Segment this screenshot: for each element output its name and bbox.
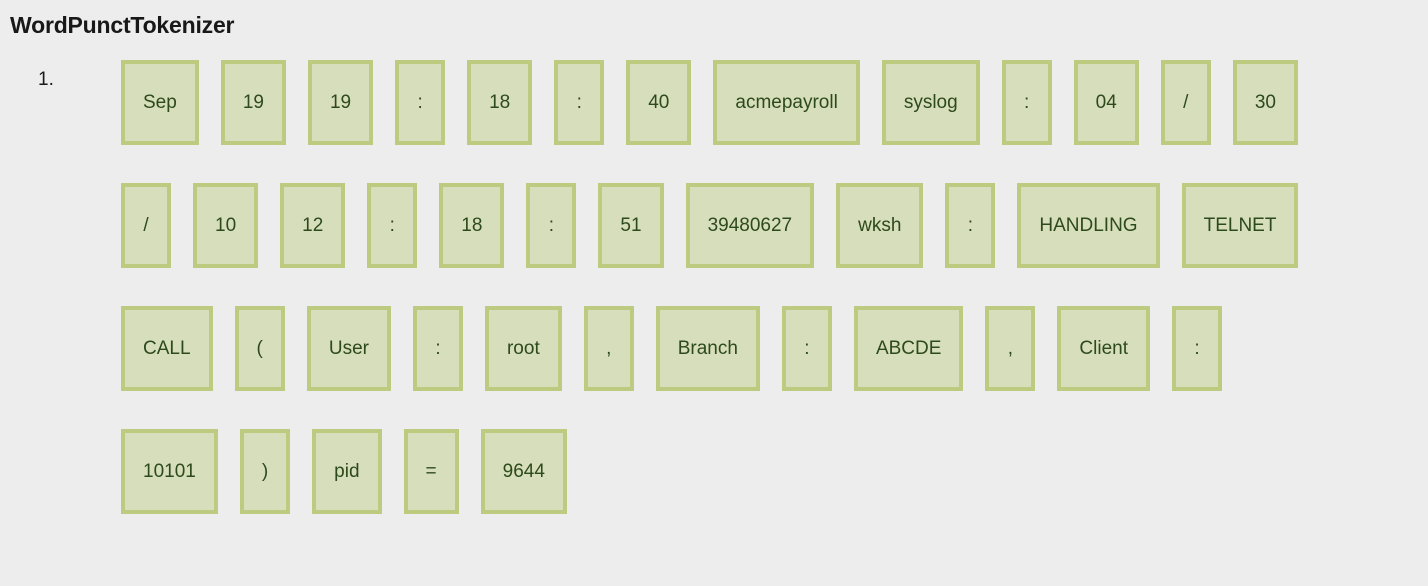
token-chip: 30 — [1232, 60, 1298, 145]
token-chip: : — [412, 306, 463, 391]
token-chip: 10101 — [121, 429, 218, 514]
token-chip: pid — [312, 429, 382, 514]
token-chip: : — [395, 60, 446, 145]
tokenized-output-list: 1. Sep 19 19 : 18 : 40 acmepayroll syslo… — [0, 60, 1428, 552]
token-chip: syslog — [881, 60, 980, 145]
token-chip: 18 — [439, 183, 505, 268]
token-chip: : — [554, 60, 605, 145]
token-chip: : — [781, 306, 832, 391]
list-marker: 1. — [38, 69, 54, 90]
token-chip: HANDLING — [1017, 183, 1160, 268]
token-chip: , — [583, 306, 634, 391]
token-chip: User — [306, 306, 391, 391]
token-chip: 39480627 — [685, 183, 815, 268]
token-chip: / — [1160, 60, 1211, 145]
token-row: CALL ( User : root , Branch : ABCDE , Cl… — [121, 306, 1428, 429]
token-chip: : — [1001, 60, 1052, 145]
token-row: 10101 ) pid = 9644 — [121, 429, 1428, 552]
token-chip: CALL — [121, 306, 213, 391]
token-chip: 40 — [626, 60, 692, 145]
token-row: / 10 12 : 18 : 51 39480627 wksh : HANDLI… — [121, 183, 1428, 306]
token-chip: 19 — [307, 60, 374, 145]
token-chip: Sep — [121, 60, 199, 145]
token-rows: Sep 19 19 : 18 : 40 acmepayroll syslog :… — [0, 60, 1428, 552]
token-chip: , — [985, 306, 1036, 391]
token-chip: 04 — [1073, 60, 1139, 145]
token-chip: / — [121, 183, 171, 268]
token-chip: : — [526, 183, 577, 268]
token-chip: 19 — [220, 60, 286, 145]
list-item: 1. Sep 19 19 : 18 : 40 acmepayroll syslo… — [0, 60, 1428, 552]
token-chip: Client — [1057, 306, 1150, 391]
token-chip: ( — [234, 306, 285, 391]
token-chip: root — [484, 306, 562, 391]
token-chip: TELNET — [1181, 183, 1299, 268]
token-chip: : — [367, 183, 418, 268]
token-chip: : — [945, 183, 996, 268]
token-chip: 9644 — [480, 429, 567, 514]
token-row: Sep 19 19 : 18 : 40 acmepayroll syslog :… — [121, 60, 1428, 183]
token-chip: = — [403, 429, 459, 514]
page-title: WordPunctTokenizer — [10, 12, 235, 38]
token-chip: 10 — [193, 183, 259, 268]
token-chip: wksh — [836, 183, 924, 268]
token-chip: ABCDE — [853, 306, 964, 391]
token-chip: ) — [239, 429, 291, 514]
token-chip: acmepayroll — [713, 60, 860, 145]
token-chip: : — [1171, 306, 1222, 391]
token-chip: 51 — [598, 183, 664, 268]
token-chip: 12 — [280, 183, 346, 268]
token-chip: Branch — [655, 306, 760, 391]
token-chip: 18 — [467, 60, 533, 145]
